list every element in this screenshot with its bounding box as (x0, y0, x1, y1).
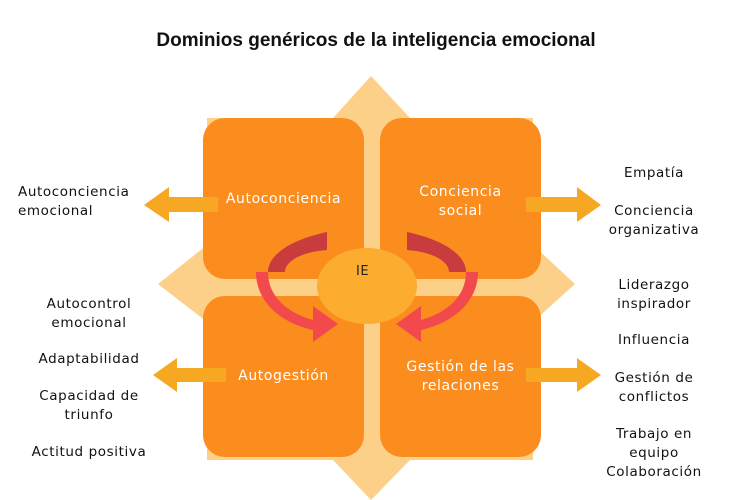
item-line: equipo (629, 445, 679, 461)
left-top-item: Autoconciencia emocional (18, 183, 129, 221)
item-line: emocional (51, 315, 127, 331)
cycle-arrows (256, 232, 478, 342)
right-bottom-item-influencia: Influencia (596, 331, 712, 350)
diagram-title: Dominios genéricos de la inteligencia em… (156, 30, 596, 51)
quadrant-label-autoconciencia: Autoconciencia (225, 191, 342, 207)
swirl-arrow-right-front (396, 272, 478, 342)
center-label: IE (356, 264, 370, 279)
quadrant-label-line: Gestión de las (406, 359, 515, 375)
left-bottom-item-actitud: Actitud positiva (18, 443, 160, 462)
left-bottom-item-adaptabilidad: Adaptabilidad (18, 350, 160, 369)
item-line: inspirador (617, 296, 691, 312)
left-bottom-item-capacidad: Capacidad de triunfo (18, 387, 160, 425)
item-line: organizativa (608, 222, 700, 238)
item-line: Gestión de (614, 370, 694, 386)
right-top-item-conciencia-organizativa: Conciencia organizativa (596, 202, 712, 240)
item-line: Trabajo en (615, 426, 693, 442)
right-top-item-empatia: Empatía (596, 164, 712, 183)
quadrant-label-autogestion: Autogestión (238, 368, 329, 384)
center-ellipse (317, 248, 417, 324)
arrow-right-bottom (526, 358, 601, 392)
quadrant-autogestion-box (203, 296, 364, 457)
swirl-arrow-right-back (407, 232, 466, 272)
left-bottom-item-autocontrol: Autocontrol emocional (18, 295, 160, 333)
quadrant-label-line: social (438, 203, 483, 219)
item-line: Colaboración (606, 464, 702, 480)
swirl-arrow-left-back (268, 232, 327, 272)
item-line: emocional (18, 203, 94, 219)
arrow-left-bottom (153, 358, 226, 392)
item-line: Autoconciencia (18, 184, 130, 200)
item-line: Adaptabilidad (38, 351, 140, 367)
item-line: Conciencia (614, 203, 694, 219)
item-line: Actitud positiva (31, 444, 147, 460)
item-line: Liderazgo (618, 277, 690, 293)
quadrant-label-conciencia-social: Conciencia social (380, 183, 541, 221)
item-line: Autocontrol (46, 296, 132, 312)
right-bottom-item-trabajo-equipo: Trabajo en equipo Colaboración (596, 425, 712, 482)
item-line: Capacidad de (39, 388, 139, 404)
item-line: conflictos (618, 389, 690, 405)
arrow-right-top (526, 187, 601, 222)
quadrant-label-line: relaciones (421, 378, 500, 394)
arrow-left-top (144, 187, 218, 222)
item-line: triunfo (64, 407, 114, 423)
item-line: Empatía (623, 165, 685, 181)
quadrant-label-gestion-relaciones: Gestión de las relaciones (380, 358, 541, 396)
right-bottom-item-liderazgo: Liderazgo inspirador (596, 276, 712, 314)
item-line: Influencia (618, 332, 690, 348)
swirl-arrow-left-front (256, 272, 338, 342)
quadrant-label-line: Conciencia (419, 184, 502, 200)
right-bottom-item-gestion-conflictos: Gestión de conflictos (596, 369, 712, 407)
